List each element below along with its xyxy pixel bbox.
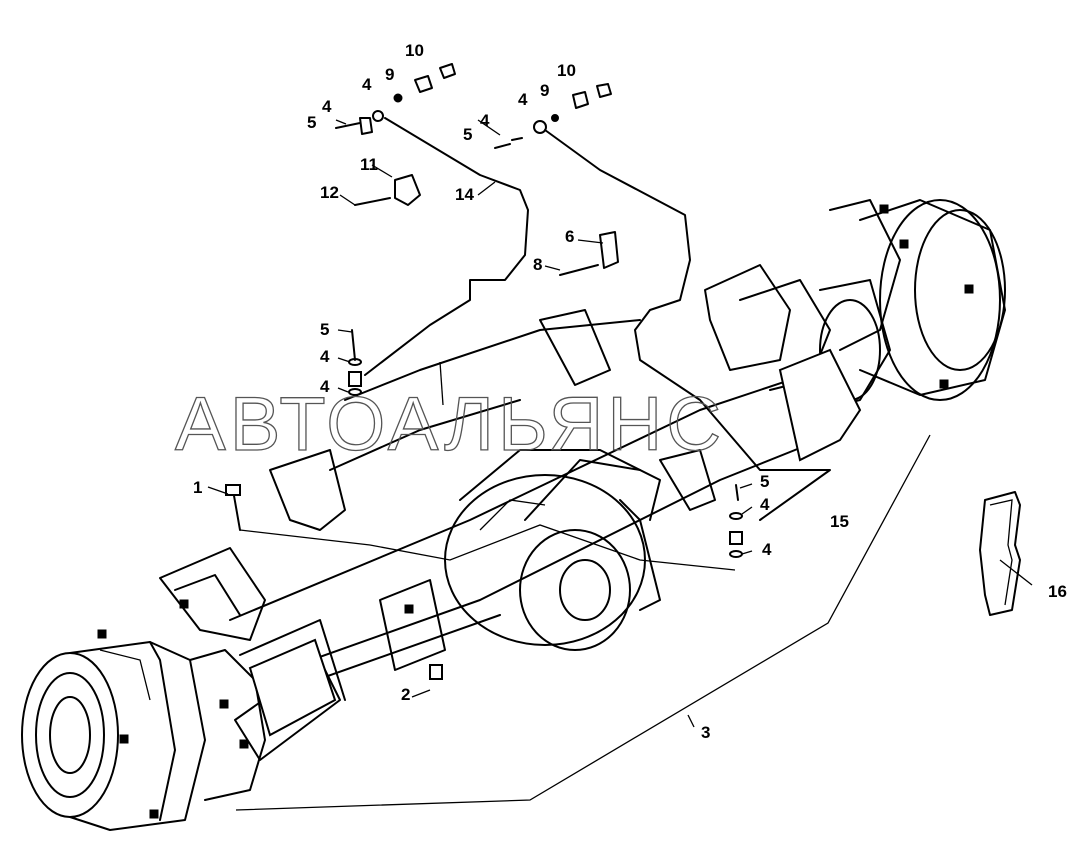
- callout-1: 1: [193, 478, 202, 497]
- callout-4: 4: [320, 347, 330, 366]
- left-wheel-hub: [21, 547, 266, 831]
- brake-pad: [979, 491, 1033, 616]
- callout-8: 8: [533, 255, 542, 274]
- callout-9: 9: [540, 81, 549, 100]
- callout-2: 2: [401, 685, 410, 704]
- callout-11: 11: [360, 155, 378, 174]
- callout-5: 5: [320, 320, 329, 339]
- leader-lines: [235, 361, 931, 811]
- callout-12: 12: [320, 183, 339, 202]
- callout-16: 16: [1048, 582, 1067, 601]
- callout-4: 4: [322, 97, 332, 116]
- callout-labels: 10 9 4 4 5 11 12 14 10 9 4 4 5 6 8 5 4 4…: [193, 41, 1067, 742]
- callout-5: 5: [760, 472, 769, 491]
- callout-5: 5: [307, 113, 316, 132]
- callout-4: 4: [760, 495, 770, 514]
- callout-14: 14: [455, 185, 474, 204]
- callout-15: 15: [830, 512, 849, 531]
- fittings: [225, 63, 743, 680]
- callout-4: 4: [762, 540, 772, 559]
- callout-6: 6: [565, 227, 574, 246]
- callout-4: 4: [480, 111, 490, 130]
- callout-10: 10: [405, 41, 424, 60]
- callout-leaders: [207, 119, 753, 728]
- callout-4: 4: [320, 377, 330, 396]
- callout-5: 5: [463, 125, 472, 144]
- callout-4: 4: [518, 90, 528, 109]
- brake-lines: [239, 117, 831, 571]
- right-wheel-hub: [704, 199, 1006, 462]
- callout-9: 9: [385, 65, 394, 84]
- callout-3: 3: [701, 723, 710, 742]
- callout-4: 4: [362, 75, 372, 94]
- watermark-text: АВТОАЛЬЯНС: [175, 382, 725, 467]
- callout-10: 10: [557, 61, 576, 80]
